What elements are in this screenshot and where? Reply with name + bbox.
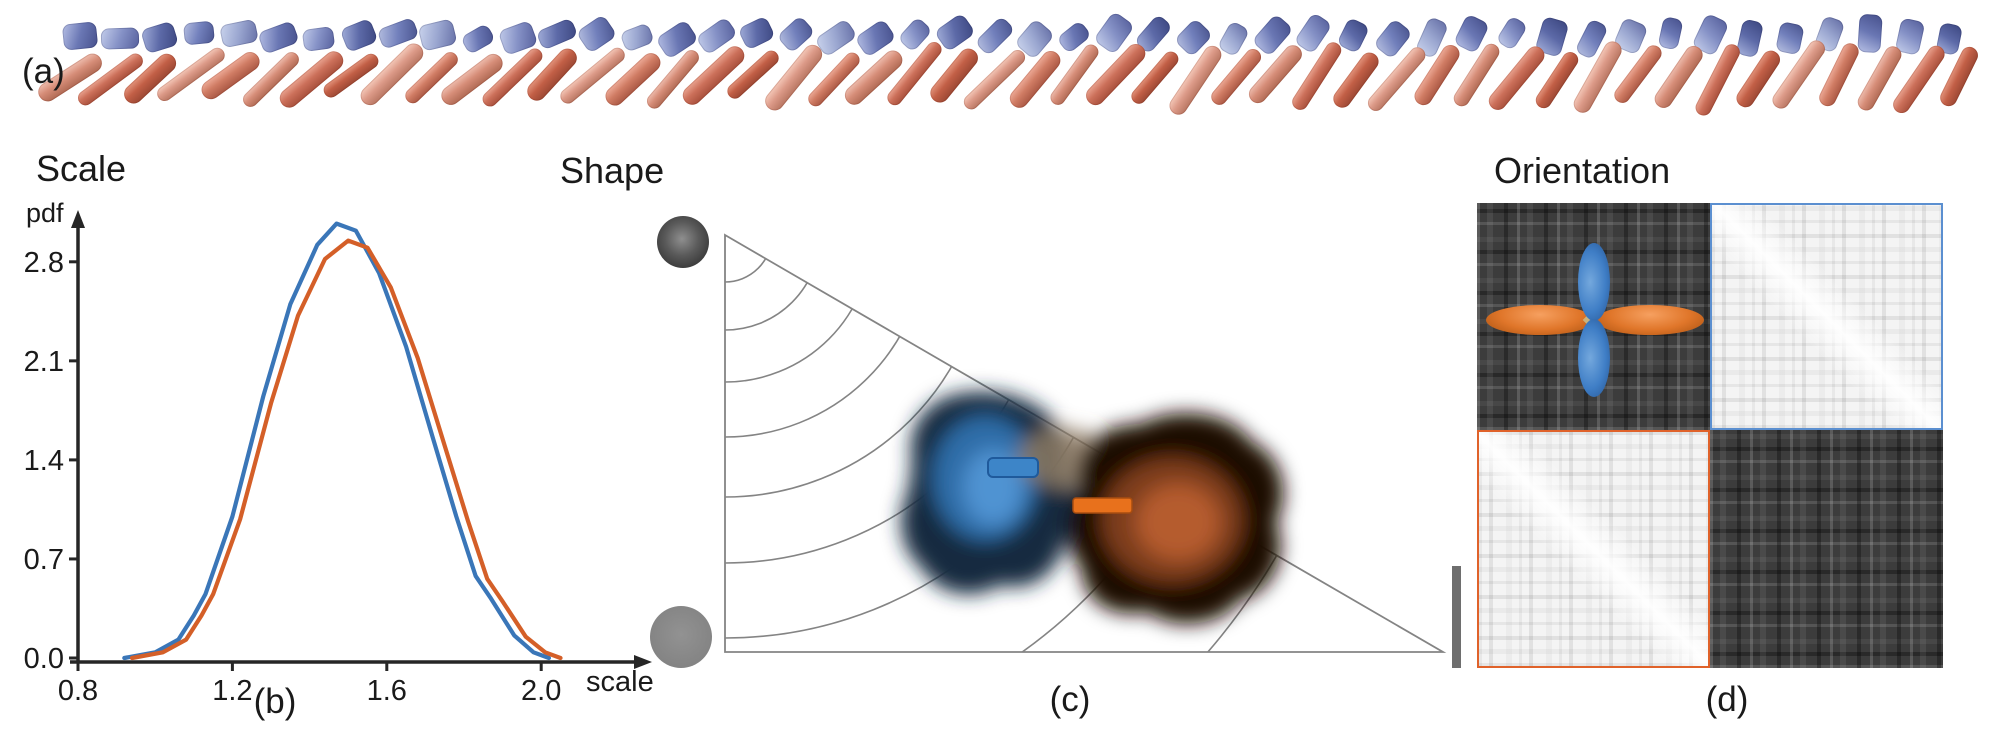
- panel-c-label: (c): [1049, 680, 1091, 719]
- cuboid-glyph: [459, 22, 496, 55]
- pdf-curves: [122, 221, 563, 661]
- cuboid-glyph: [100, 27, 140, 50]
- cuboid-glyph: [140, 20, 179, 54]
- sphere-shape-icon-bottom: [650, 606, 712, 668]
- blue-box-marker: [987, 457, 1039, 478]
- y-tick-label: 1.4: [24, 445, 64, 477]
- orange-blob-core: [1136, 484, 1220, 560]
- orientation-similarity-matrix: [1477, 203, 1943, 668]
- scale-panel-title: Scale: [36, 148, 127, 189]
- axis-ticks: 0.8 1.2 1.6 2.0 0.0 0.7 1.4 2.1 2.8: [24, 247, 562, 707]
- x-tick-label: 2.0: [521, 675, 561, 707]
- orientation-panel-title: Orientation: [1494, 150, 1671, 191]
- cuboid-glyph: [736, 15, 776, 51]
- orientation-glyph-orange-lobe-right: [1596, 305, 1704, 335]
- cuboid-glyph: [1736, 18, 1765, 59]
- panel-d-label: (d): [1705, 680, 1749, 719]
- y-tick-label: 2.8: [24, 247, 64, 279]
- distribution-blobs: [900, 391, 1284, 624]
- sphere-shape-icon: [657, 216, 709, 268]
- cuboid-glyph: [974, 15, 1016, 57]
- cuboid-glyph: [1495, 15, 1529, 52]
- cuboid-glyph: [61, 21, 99, 51]
- cuboid-glyph: [1657, 15, 1685, 51]
- y-tick-label: 0.0: [24, 643, 64, 675]
- orientation-glyph-blue-lobe-bottom: [1578, 319, 1610, 397]
- cuboid-glyph: [1856, 13, 1883, 53]
- cuboid-glyph: [1372, 18, 1413, 60]
- matrix-quadrant-bottom-right: [1710, 430, 1943, 668]
- matrix-quadrant-top-left: [1477, 203, 1710, 430]
- orange-box-marker: [1072, 497, 1133, 514]
- cuboid-glyph: [301, 25, 336, 52]
- orange_scale_pdf-curve: [129, 238, 563, 661]
- cuboid-glyph: [219, 18, 260, 49]
- y-axis-arrowhead: [71, 210, 85, 228]
- cuboid-glyph: [618, 21, 655, 53]
- shape-panel-title: Shape: [560, 150, 665, 191]
- x-tick-label: 1.6: [367, 675, 407, 707]
- scale-bar: [1452, 566, 1461, 668]
- cuboid-glyph: [1775, 20, 1806, 56]
- x-tick-label: 0.8: [58, 675, 98, 707]
- blue_scale_pdf-curve: [122, 221, 552, 661]
- orientation-glyph-orange-lobe-left: [1486, 305, 1594, 335]
- pdf-axis-label: pdf: [26, 198, 64, 228]
- scale-pdf-chart: 0.8 1.2 1.6 2.0 0.0 0.7 1.4 2.1 2.8: [24, 210, 652, 707]
- cuboid-glyph: [183, 21, 216, 47]
- cuboid-glyph: [417, 18, 459, 52]
- panel-a-label: (a): [22, 52, 65, 91]
- panel-b-label: (b): [253, 682, 297, 721]
- matrix-quadrant-top-right: [1710, 203, 1943, 430]
- cuboid-glyph: [576, 13, 618, 54]
- shape-space-triangle: [724, 233, 1447, 653]
- scale-axis-label: scale: [586, 666, 654, 698]
- cuboid-glyph: [339, 18, 378, 53]
- y-tick-label: 0.7: [24, 544, 64, 576]
- y-tick-label: 2.1: [24, 346, 64, 378]
- matrix-quadrant-bottom-left: [1477, 430, 1710, 668]
- x-tick-label: 1.2: [212, 675, 252, 707]
- cuboid-glyph: [535, 17, 579, 51]
- x-axis-arrowhead: [634, 655, 652, 669]
- cuboid-glyph: [257, 20, 301, 56]
- orientation-glyph-blue-lobe-top: [1578, 243, 1610, 321]
